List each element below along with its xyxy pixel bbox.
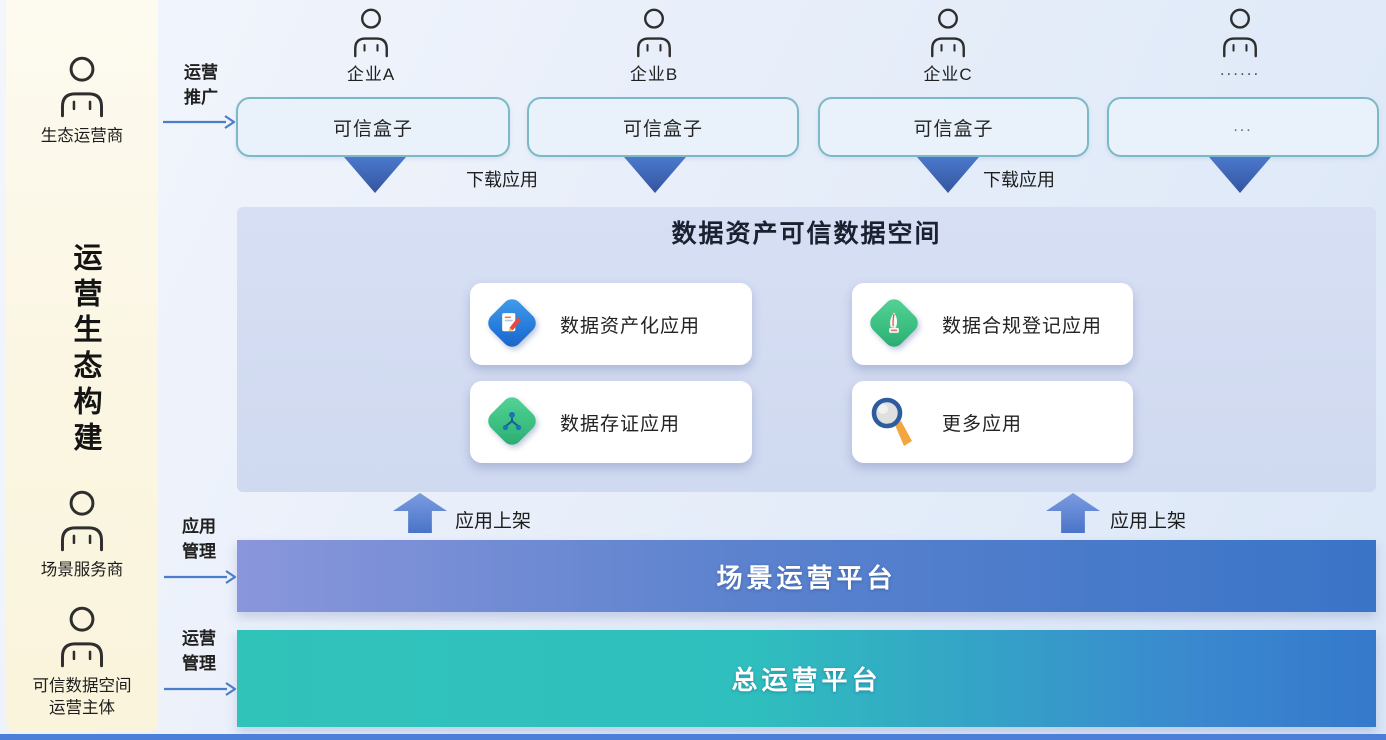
app-card-assetization: 数据资产化应用 xyxy=(470,283,752,365)
arrow-right-icon xyxy=(162,114,236,130)
arrow-down-icon xyxy=(624,157,686,193)
app-publish-label: 应用上架 xyxy=(455,511,532,532)
actor-label: 生态运营商 xyxy=(40,127,124,145)
arrow-right-icon xyxy=(163,681,237,697)
app-label: 数据资产化应用 xyxy=(560,315,701,337)
scene-operation-platform-bar: 场景运营平台 xyxy=(237,540,1376,612)
enterprise-a-label: 企业A xyxy=(346,65,396,84)
arrow-up-icon xyxy=(1046,493,1100,533)
person-icon xyxy=(631,8,677,58)
trusted-box-more: ... xyxy=(1107,97,1379,157)
arrow-right-icon xyxy=(163,569,237,585)
compliance-registration-icon xyxy=(866,295,922,351)
trusted-box-a: 可信盒子 xyxy=(236,97,510,157)
data-assetization-icon xyxy=(484,295,540,351)
flow-label-operation-management: 运营 管理 xyxy=(182,629,216,673)
actor-scene-service-provider: 场景服务商 xyxy=(6,490,158,581)
app-label: 更多应用 xyxy=(942,413,1023,435)
arrow-down-icon xyxy=(344,157,406,193)
enterprise-c-label: 企业C xyxy=(923,65,973,84)
download-app-label: 下载应用 xyxy=(466,170,538,190)
sidebar-vertical-title: 运营生态构建 xyxy=(69,242,101,458)
evidence-storage-icon xyxy=(484,393,540,449)
trusted-data-space-title: 数据资产可信数据空间 xyxy=(671,220,942,248)
arrow-down-icon xyxy=(917,157,979,193)
general-operation-platform-bar: 总运营平台 xyxy=(237,630,1376,727)
person-icon xyxy=(54,606,110,668)
magnifier-icon xyxy=(865,394,921,450)
bottom-divider xyxy=(0,734,1386,740)
actor-trusted-space-operator: 可信数据空间 运营主体 xyxy=(6,606,158,719)
app-publish-label: 应用上架 xyxy=(1110,511,1187,532)
app-label: 数据存证应用 xyxy=(560,413,681,435)
person-icon xyxy=(348,8,394,58)
actor-label: 场景服务商 xyxy=(40,561,124,579)
enterprise-b-label: 企业B xyxy=(629,65,679,84)
actor-ecosystem-operator: 生态运营商 xyxy=(6,56,158,147)
actor-label: 可信数据空间 运营主体 xyxy=(32,677,132,717)
arrow-up-icon xyxy=(393,493,447,533)
app-label: 数据合规登记应用 xyxy=(942,315,1103,337)
flow-label-app-management: 应用 管理 xyxy=(182,517,216,561)
app-card-compliance-registration: 数据合规登记应用 xyxy=(852,283,1133,365)
app-card-more: 更多应用 xyxy=(852,381,1133,463)
enterprise-more-label: ...... xyxy=(1219,60,1261,79)
person-icon xyxy=(1217,8,1263,58)
trusted-box-b: 可信盒子 xyxy=(527,97,799,157)
trusted-box-c: 可信盒子 xyxy=(818,97,1089,157)
ecosystem-sidebar xyxy=(6,0,158,732)
person-icon xyxy=(925,8,971,58)
flow-label-operation-promotion: 运营 推广 xyxy=(184,63,218,107)
person-icon xyxy=(54,56,110,118)
app-card-evidence-storage: 数据存证应用 xyxy=(470,381,752,463)
arrow-down-icon xyxy=(1209,157,1271,193)
person-icon xyxy=(54,490,110,552)
download-app-label: 下载应用 xyxy=(983,170,1055,190)
trusted-data-space-panel xyxy=(237,207,1376,492)
